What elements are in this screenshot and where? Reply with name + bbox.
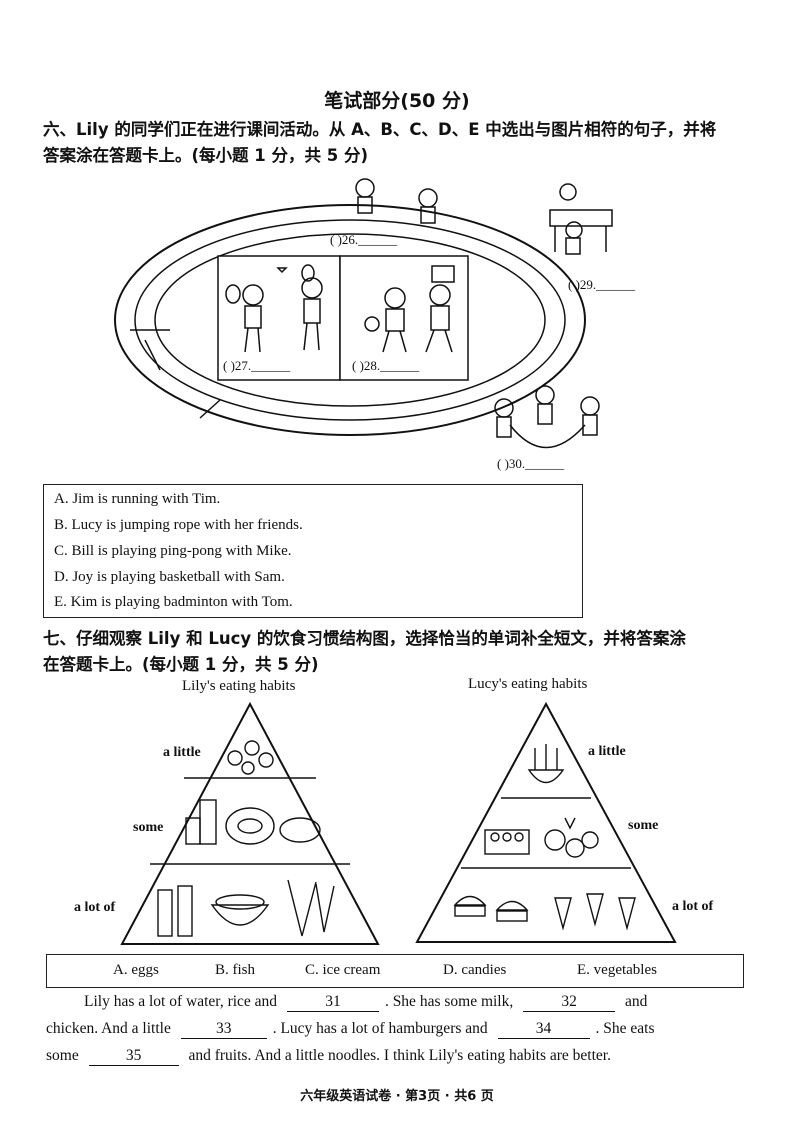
option-e: E. Kim is playing badminton with Tom. xyxy=(54,594,293,610)
question-28-blank: ( )28.______ xyxy=(352,358,420,373)
blank-31: 31 xyxy=(286,993,379,1012)
passage-line-2: chicken. And a little 33. Lucy has a lot… xyxy=(46,1020,655,1039)
hamburgers-icon xyxy=(453,895,529,922)
playground-illustration xyxy=(114,178,613,449)
word-option-b: B. fish xyxy=(215,962,256,978)
written-section-header: 笔试部分(50 分) xyxy=(324,90,470,112)
option-c: C. Bill is playing ping-pong with Mike. xyxy=(54,543,292,559)
question-30-blank: ( )30.______ xyxy=(497,456,565,471)
section7-instruction-line2: 在答题卡上。(每小题 1 分，共 5 分) xyxy=(43,655,319,674)
chicken-icon xyxy=(279,817,321,843)
lucy-level-a-little: a little xyxy=(588,744,626,759)
section7-instruction-line1: 七、仔细观察 Lily 和 Lucy 的饮食习惯结构图，选择恰当的单词补全短文，… xyxy=(43,629,686,648)
passage-line-3: some 35 and fruits. And a little noodles… xyxy=(46,1047,611,1066)
word-option-c: C. ice cream xyxy=(305,962,381,978)
ice-cream-icon xyxy=(554,893,636,931)
lily-level-some: some xyxy=(133,820,164,835)
passage-line-1: Lily has a lot of water, rice and 31. Sh… xyxy=(84,993,648,1012)
vegetables-icon xyxy=(287,879,335,937)
question-29-blank: ( )29.______ xyxy=(568,277,636,292)
candies-icon xyxy=(227,740,274,775)
section6-instruction-line1: 六、Lily 的同学们正在进行课间活动。从 A、B、C、D、E 中选出与图片相符… xyxy=(43,120,717,139)
word-bank-box: A. eggs B. fish C. ice cream D. candies … xyxy=(46,954,744,988)
basketball-scene-icon xyxy=(364,265,455,353)
section6-instruction-line2: 答案涂在答题卡上。(每小题 1 分，共 5 分) xyxy=(43,146,369,165)
fish-plate-icon xyxy=(225,807,275,845)
blank-35: 35 xyxy=(88,1047,179,1066)
question-26-blank: ( )26.______ xyxy=(330,232,398,247)
page-footer: 六年级英语试卷 · 第3页 · 共6 页 xyxy=(300,1089,494,1104)
lucy-pyramid-title: Lucy's eating habits xyxy=(468,676,588,692)
lily-pyramid-title: Lily's eating habits xyxy=(182,678,296,694)
blank-34: 34 xyxy=(497,1020,590,1039)
ping-pong-scene-icon xyxy=(549,183,613,255)
option-b: B. Lucy is jumping rope with her friends… xyxy=(54,517,303,533)
word-option-d: D. candies xyxy=(443,962,507,978)
lily-level-a-lot-of: a lot of xyxy=(74,900,116,915)
lily-food-pyramid xyxy=(120,701,380,945)
blank-33: 33 xyxy=(180,1020,267,1039)
blank-32: 32 xyxy=(523,993,616,1012)
lily-level-a-little: a little xyxy=(163,745,201,760)
eggs-tray-icon xyxy=(484,829,530,855)
option-d: D. Joy is playing basketball with Sam. xyxy=(54,569,285,585)
lucy-food-pyramid xyxy=(415,701,677,943)
word-option-a: A. eggs xyxy=(113,962,159,978)
fruits-icon xyxy=(544,817,599,858)
lucy-level-some: some xyxy=(628,818,659,833)
milk-icon xyxy=(185,799,217,845)
water-bottles-icon xyxy=(157,885,193,937)
question-27-blank: ( )27.______ xyxy=(223,358,291,373)
section6-options-box: A. Jim is running with Tim. B. Lucy is j… xyxy=(43,484,583,618)
option-a: A. Jim is running with Tim. xyxy=(54,491,221,507)
word-option-e: E. vegetables xyxy=(577,962,657,978)
noodles-icon xyxy=(527,744,565,784)
badminton-scene-icon xyxy=(225,264,323,353)
rice-bowl-icon xyxy=(210,894,270,926)
running-kids-icon xyxy=(355,178,438,224)
lucy-level-a-lot-of: a lot of xyxy=(672,899,714,914)
jump-rope-scene-icon xyxy=(494,385,600,449)
